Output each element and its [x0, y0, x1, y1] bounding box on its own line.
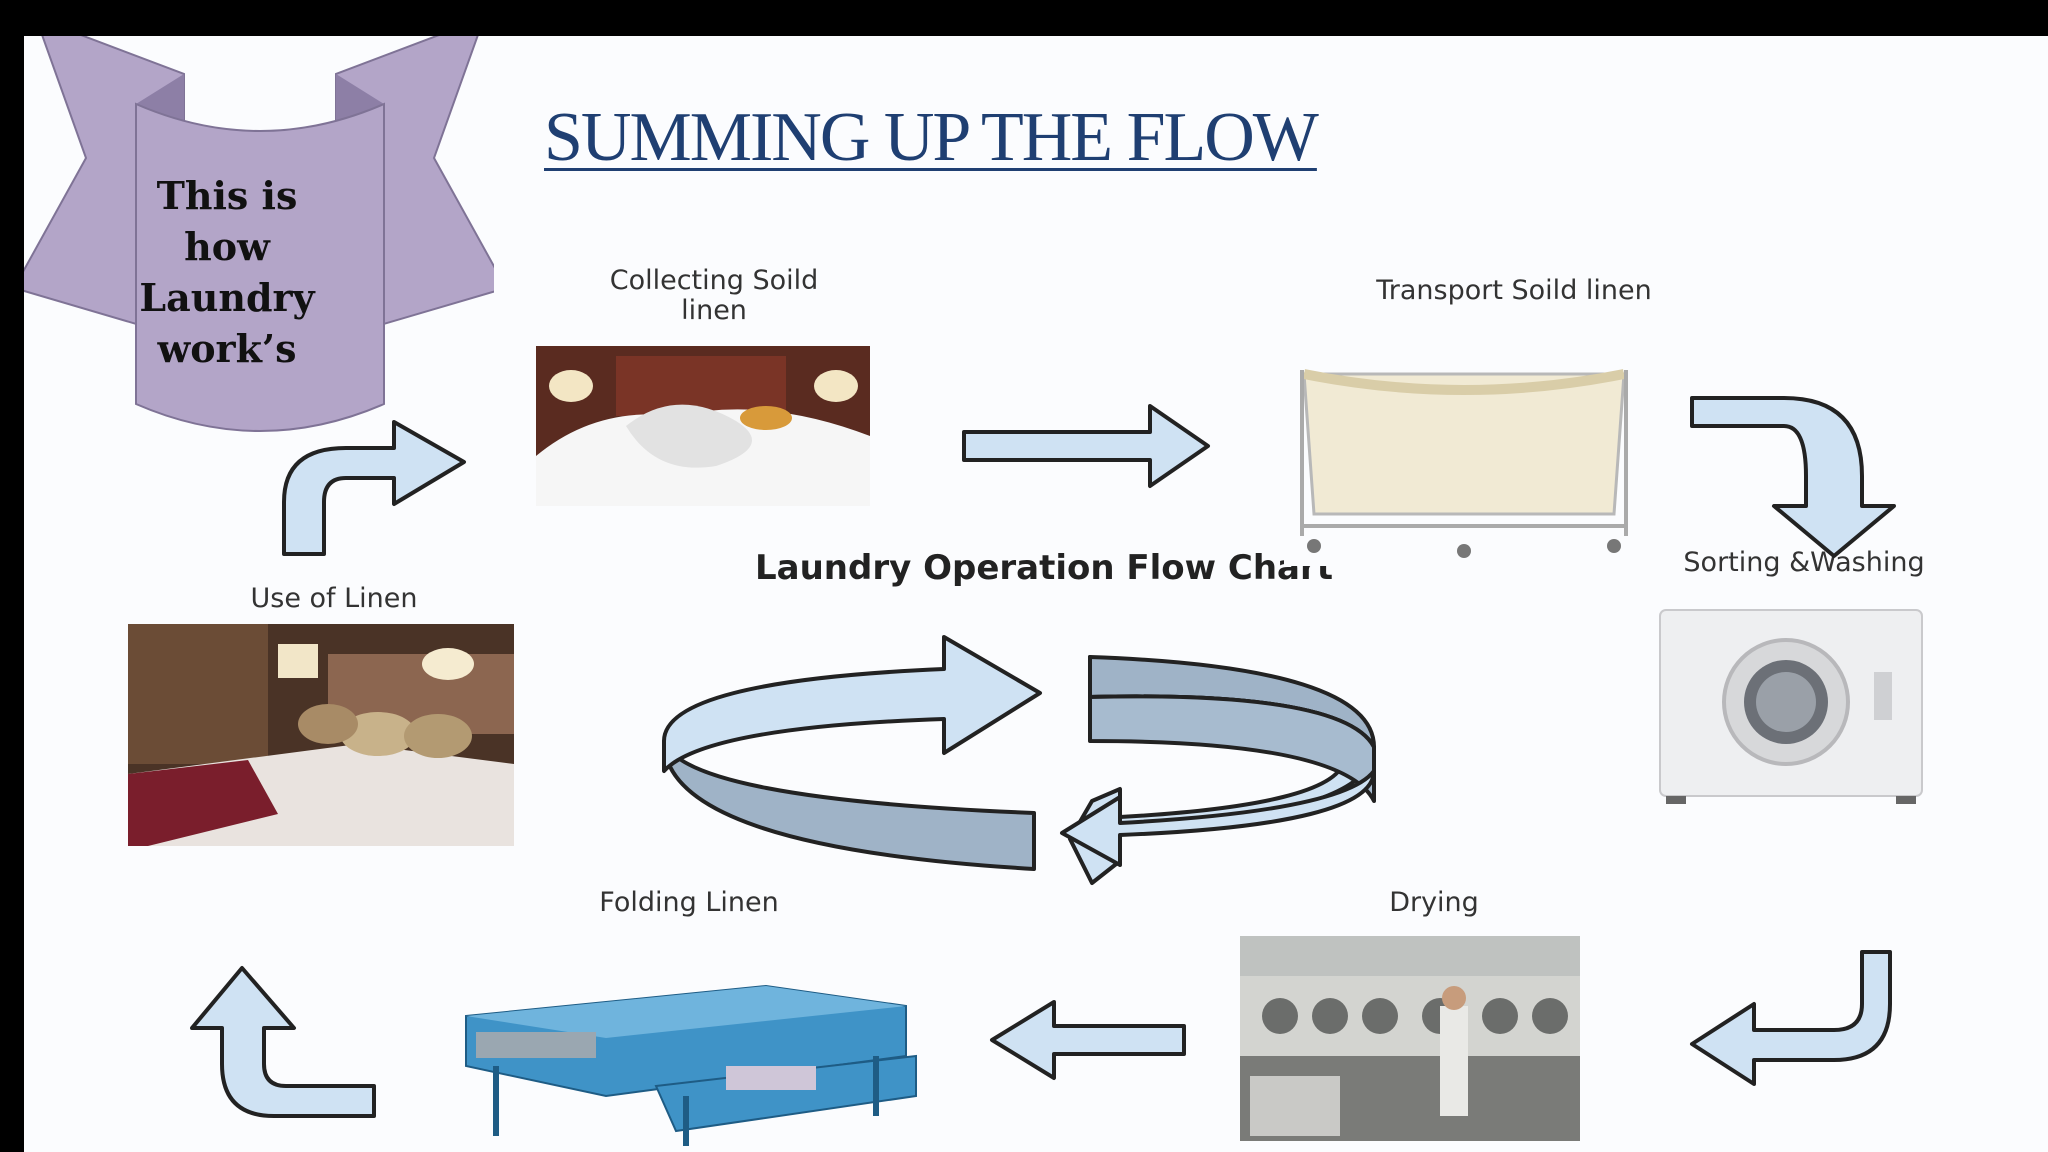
slide: SUMMING UP THE FLOW This is how Laundry …	[24, 36, 2048, 1152]
hotel-bedroom-image	[128, 624, 514, 846]
arrow-use-to-collect	[254, 416, 484, 566]
step-label-drying: Drying	[1389, 887, 1479, 918]
washing-machine-image	[1636, 602, 1936, 812]
banner-text: This is how Laundry work’s	[132, 170, 322, 374]
step-label-transport: Transport Soild linen	[1376, 275, 1652, 306]
slide-title: SUMMING UP THE FLOW	[544, 99, 1319, 176]
banner-line-1: This is	[156, 173, 298, 218]
arrow-washing-to-drying	[1684, 944, 1914, 1094]
step-label-use-of-linen: Use of Linen	[250, 583, 418, 614]
step-label-folding: Folding Linen	[599, 887, 779, 918]
banner-line-4: work’s	[157, 326, 297, 371]
circular-flow-arrows	[644, 621, 1394, 901]
flow-chart-title: Laundry Operation Flow Chart	[754, 548, 1334, 588]
laundry-trolley-image	[1284, 336, 1644, 566]
arrow-drying-to-folding	[984, 996, 1194, 1086]
step-label-sorting-washing: Sorting &Washing	[1683, 547, 1925, 578]
ribbon-banner	[24, 36, 508, 438]
laundry-room-dryers-image	[1240, 936, 1580, 1141]
arrow-collect-to-transport	[954, 396, 1224, 496]
arrow-transport-to-washing	[1684, 386, 1924, 566]
linen-folding-machine-image	[436, 946, 956, 1152]
ribbon-shape	[24, 36, 508, 432]
banner-line-3: Laundry	[139, 275, 315, 320]
bed-soiled-linen-image	[536, 346, 870, 506]
step-label-collecting: Collecting Soild linen	[609, 265, 819, 327]
arrow-folding-to-use	[174, 956, 394, 1126]
banner-line-2: how	[184, 224, 270, 269]
